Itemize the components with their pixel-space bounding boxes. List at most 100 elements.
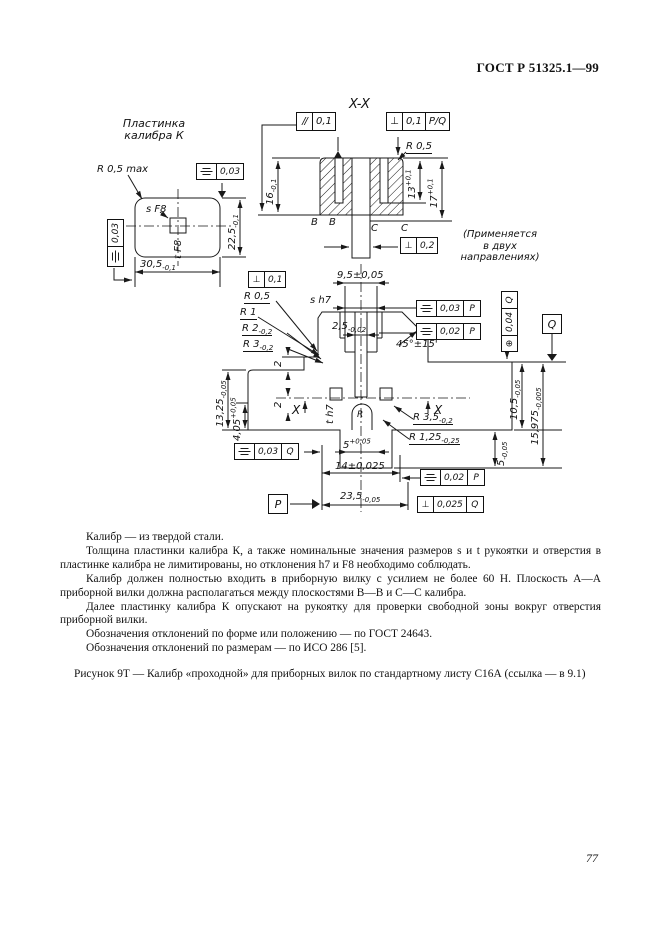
slot-width-sh7-label: s h7 — [310, 295, 332, 306]
paragraph-6: Обозначения отклонений по размерам — по … — [86, 642, 367, 655]
dim-tolerance: -0,05 — [362, 496, 381, 504]
radius-r1-label: R 1 — [240, 307, 257, 320]
dim-value: 30,5 — [140, 259, 163, 270]
dim-tolerance: -0,2 — [259, 344, 274, 352]
paragraph-4: Далее пластинку калибра К опускают на ру… — [60, 600, 601, 627]
hole-width-sF8-label: s F8 — [146, 204, 167, 215]
tolerance-frame-perpendicularity-pq: ⊥ 0,1 P/Q — [386, 112, 451, 131]
parallelism-icon: // — [296, 112, 313, 131]
dim-value: 2,5 — [332, 321, 348, 332]
dim-30-5: 30,5-0,1 — [140, 259, 176, 272]
note-line3: направлениях) — [460, 252, 540, 263]
symmetry-icon — [416, 300, 437, 317]
perpendicularity-icon: ⊥ — [417, 496, 434, 513]
tolerance-value: 0,03 — [255, 443, 283, 460]
plate-caption: Пластинка калибра К — [104, 117, 204, 143]
dim-tolerance: -0,1 — [232, 214, 240, 228]
dim-tolerance: -0,05 — [501, 441, 509, 460]
paragraph-3: Калибр должен полностью входить в прибор… — [60, 572, 601, 599]
dim-tolerance: -0,1 — [270, 178, 278, 193]
tolerance-frame-perpendicularity-0025-q: ⊥ 0,025 Q — [417, 496, 484, 513]
dim-23-5: 23,5-0,05 — [340, 491, 381, 504]
tolerance-datum: Q — [282, 443, 300, 460]
symmetry-icon — [234, 443, 255, 460]
figure-caption: Рисунок 9Т — Калибр «проходной» для приб… — [74, 668, 586, 681]
dim-15-975: 15,975-0,005 — [530, 387, 543, 445]
perpendicularity-icon: ⊥ — [248, 271, 265, 288]
radius-r2-label: R 2-0,2 — [242, 323, 273, 336]
section-view-linework — [258, 124, 452, 259]
symmetry-icon — [416, 323, 437, 340]
note-line1: (Применяется — [462, 229, 537, 240]
perpendicularity-icon: ⊥ — [400, 237, 417, 254]
dim-value: R 3 — [243, 339, 260, 350]
dim-5-vert: 5-0,05 — [496, 441, 509, 467]
radius-r125-label: R 1,25-0,25 — [409, 432, 460, 445]
dim-value: R 3,5 — [413, 412, 440, 423]
tolerance-value: 0,03 — [437, 300, 465, 317]
dim-tolerance: -0,2 — [439, 417, 453, 425]
dim-tolerance: -0,005 — [535, 387, 543, 410]
slot-height-th7-label: t h7 — [325, 404, 336, 424]
dim-value: 5 — [343, 440, 350, 451]
radius-r05max-label: R 0,5 max — [97, 164, 148, 175]
plane-label-c2: С — [401, 223, 408, 234]
position-icon: ⊕ — [501, 335, 518, 352]
tolerance-datum: P — [464, 300, 482, 317]
tolerance-value: 0,1 — [265, 271, 287, 288]
tolerance-frame-symmetry-002-p2: 0,02 P — [420, 469, 486, 486]
tolerance-datum: P — [468, 469, 486, 486]
dim-17: 17+0,1 — [427, 178, 440, 208]
tolerance-datum: Q — [466, 496, 484, 513]
hole-height-tF8-label: t F8 — [173, 239, 184, 259]
dim-value: 17 — [429, 195, 440, 208]
tolerance-frame-perpendicularity-01: ⊥ 0,1 — [248, 271, 287, 288]
dim-value: 16 — [265, 192, 276, 205]
dim-value: 13 — [407, 186, 418, 199]
dim-tolerance: +0,1 — [404, 169, 413, 187]
direction-note: (Применяется в двух направлениях) — [440, 229, 560, 264]
body-text: Калибр — из твердой стали. Толщина пласт… — [60, 531, 601, 682]
tolerance-frame-symmetry-003-q: 0,03 Q — [234, 443, 300, 460]
dim-tolerance: -0,05 — [514, 379, 522, 398]
plate-caption-line2: калибра К — [124, 129, 184, 143]
dim-10-5: 10,5-0,05 — [509, 379, 522, 420]
dim-13-25: 13,25-0,05 — [215, 380, 228, 427]
dim-value: R 1,25 — [409, 432, 442, 443]
datum-box-p: P — [268, 494, 288, 514]
tolerance-value: 0,1 — [313, 112, 336, 131]
symmetry-icon — [107, 246, 124, 267]
dim-value: 5 — [496, 459, 507, 466]
tolerance-value: 0,2 — [417, 237, 439, 254]
tolerance-value: 0,04 — [501, 307, 518, 335]
tolerance-frame-symmetry-002-p: 0,02 P — [416, 323, 482, 340]
tolerance-datum: Q — [501, 290, 518, 308]
section-mark-x-left: X — [292, 403, 301, 417]
dim-value: 23,5 — [340, 491, 363, 502]
dim-22-5: 22,5-0,1 — [227, 214, 240, 250]
page-number: 77 — [586, 851, 598, 865]
dim-value: 13,25 — [215, 398, 226, 427]
note-line2: в двух — [483, 240, 517, 252]
dim-value: R 2 — [242, 323, 259, 334]
dim-value: 4,05 — [232, 418, 243, 441]
plan-view-linework — [222, 264, 566, 512]
drawing-linework — [113, 124, 566, 512]
dim-value: 15,975 — [530, 410, 541, 445]
dim-tolerance: -0,2 — [258, 328, 273, 336]
paragraph-1: Калибр — из твердой стали. — [86, 531, 224, 543]
tolerance-value: 0,03 — [217, 163, 245, 180]
tolerance-value: 0,025 — [434, 496, 467, 513]
dim-tolerance: +0,05 — [349, 437, 371, 446]
dim-tolerance: -0,25 — [441, 437, 460, 445]
dim-value: 22,5 — [227, 227, 238, 250]
dim-tolerance: -0,05 — [220, 380, 228, 399]
tolerance-value: 0,1 — [403, 112, 426, 131]
tolerance-datum: P — [464, 323, 482, 340]
plane-label-b2: В — [329, 217, 336, 228]
tolerance-frame-position-004-q: ⊕ 0,04 Q — [501, 290, 518, 352]
section-title: X-X — [349, 97, 370, 112]
plane-label-b1: В — [311, 217, 318, 228]
tolerance-frame-symmetry-plate-top: 0,03 — [196, 163, 245, 180]
